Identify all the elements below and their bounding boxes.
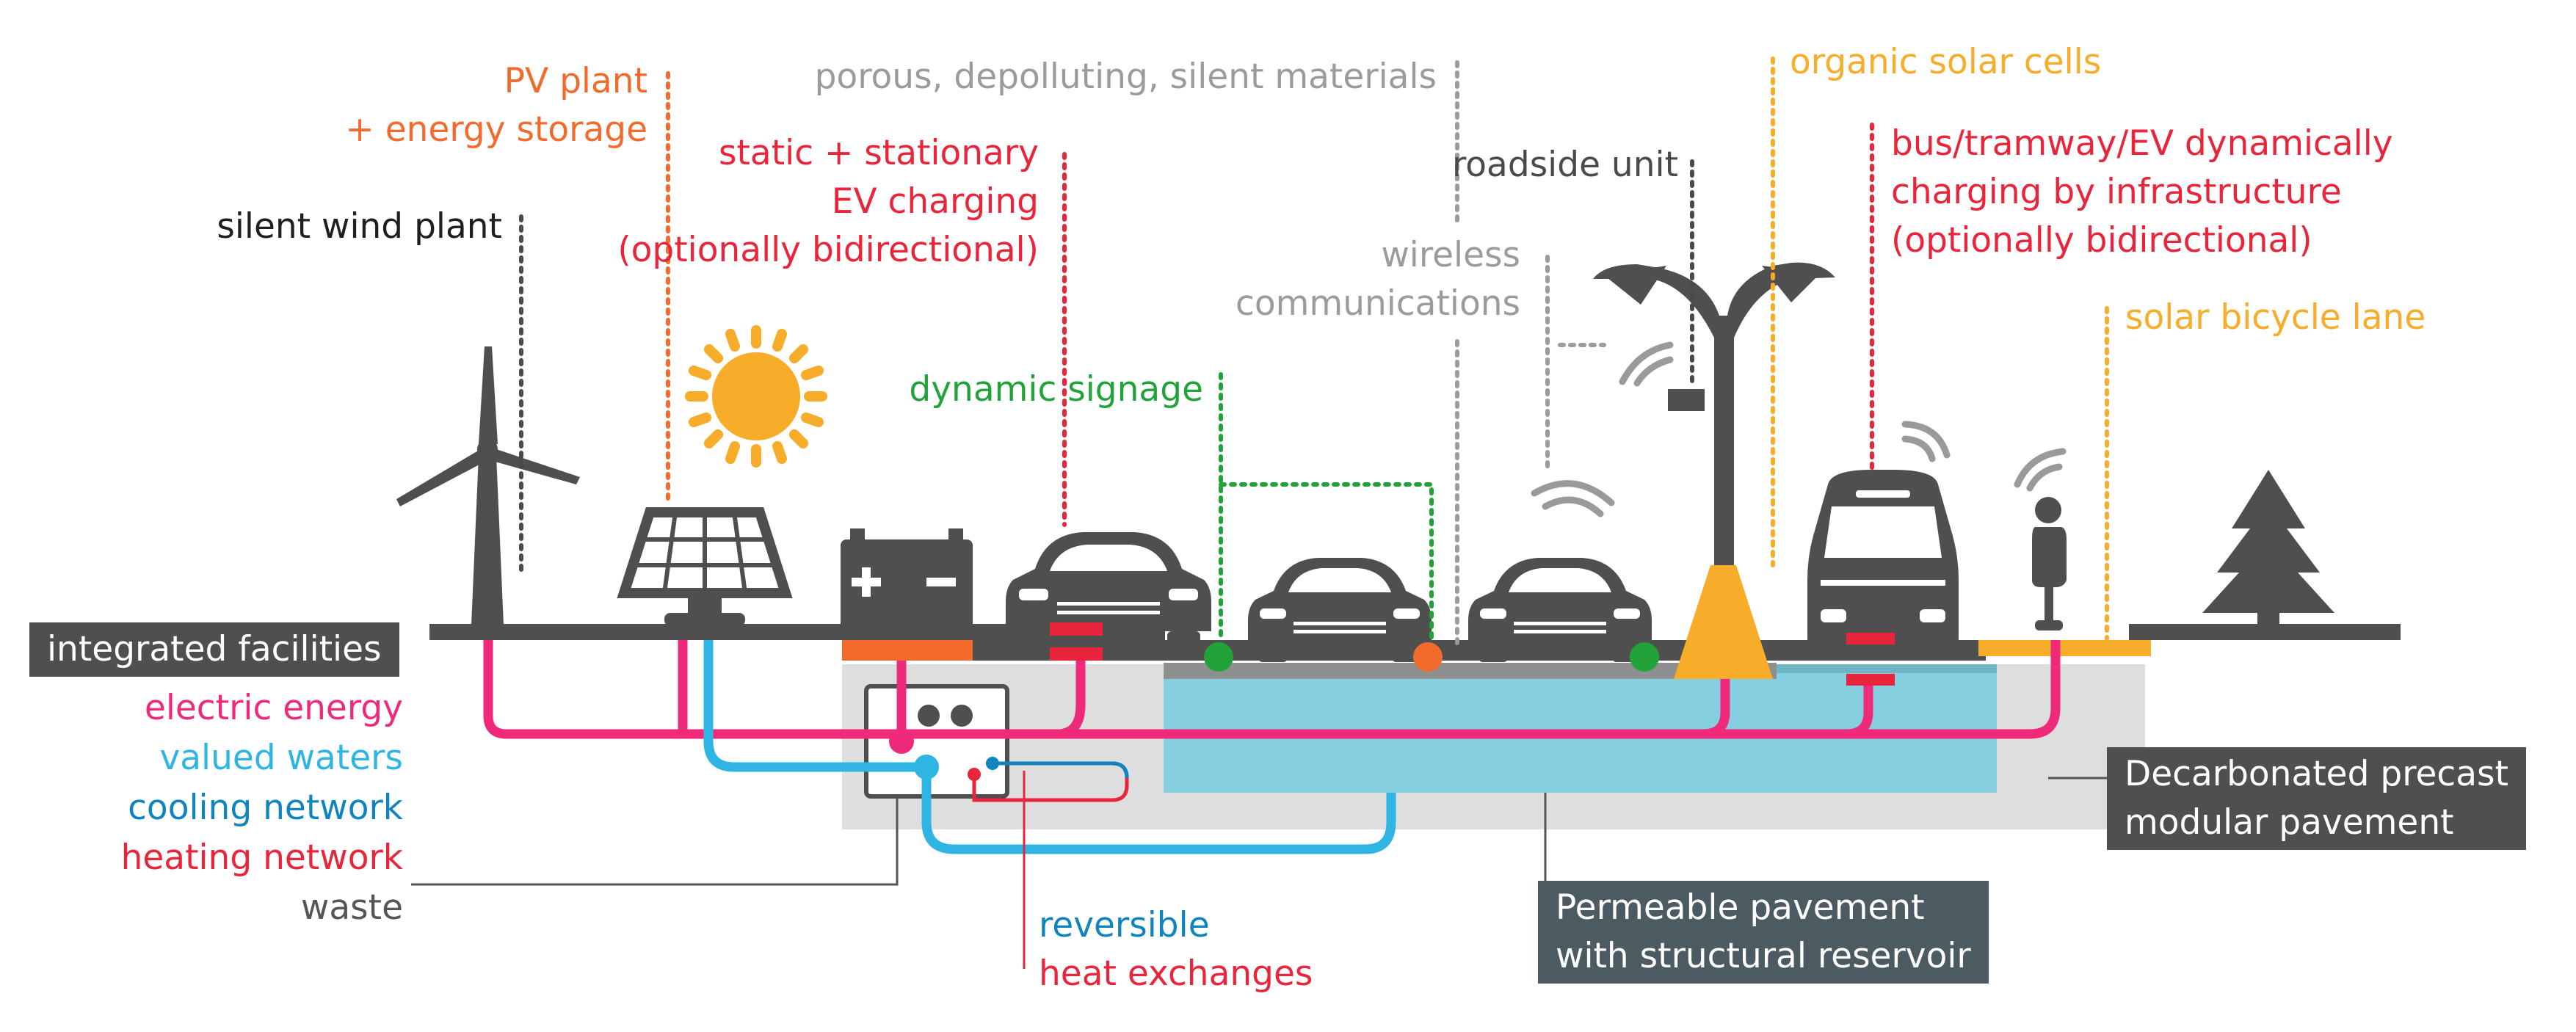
storage-base: [842, 640, 973, 661]
cooling-loop: [993, 761, 1129, 779]
wind-turbine-icon: [396, 346, 580, 625]
heating-node: [968, 768, 981, 781]
wifi-icon: [1531, 480, 1615, 517]
sun-icon: [685, 325, 827, 468]
ground-line-left: [429, 624, 1165, 640]
signage-light-green: [1204, 642, 1233, 672]
legend-item-electric: electric energy: [144, 688, 403, 728]
cooling-network: [703, 640, 926, 772]
exchange-dot: [951, 705, 973, 727]
solar-panel-icon: [617, 507, 793, 626]
bus-charge-plate: [1846, 633, 1895, 644]
cooling-return: [921, 767, 1396, 854]
electric-branch-bus: [1846, 679, 1873, 739]
connector-waste: [411, 796, 899, 886]
bus-charging-label: bus/tramway/EV dynamically charging by i…: [1891, 123, 2393, 261]
tree-icon: [2202, 470, 2334, 628]
leader-wireless: [1545, 255, 1606, 472]
bicycle-lane-label: solar bicycle lane: [2125, 297, 2426, 338]
electric-network: [483, 640, 2061, 739]
legend-item-heating: heating network: [120, 837, 403, 878]
street-lamp-icon: [1593, 262, 1835, 565]
road-surface: [1164, 663, 1777, 679]
battery-icon: [841, 528, 973, 640]
car-icon: [1248, 558, 1432, 662]
signage-light-green: [1630, 642, 1659, 672]
ev-charge-plate: [1050, 647, 1103, 661]
pv-label: PV plant + energy storage: [345, 61, 647, 150]
wifi-icon: [1901, 421, 1951, 462]
cooling-node: [914, 755, 939, 780]
roadside-unit-label: roadside unit: [1452, 145, 1678, 185]
cyclist-icon: [2032, 497, 2067, 631]
wind-label: silent wind plant: [217, 206, 502, 247]
car-icon: [1006, 532, 1211, 653]
ground-line-right: [2129, 624, 2401, 640]
wifi-icon: [2014, 448, 2067, 492]
bus-icon: [1807, 470, 1959, 646]
decarbonated-pavement-callout: Decarbonated precast modular pavement: [2107, 747, 2526, 850]
legend-item-valued-waters: valued waters: [159, 738, 403, 778]
legend-title: integrated facilities: [29, 622, 399, 677]
bus-charge-plate: [1846, 674, 1895, 686]
cooling-node-small: [986, 757, 999, 770]
electric-branch-ev: [1056, 661, 1086, 739]
legend-item-cooling: cooling network: [128, 788, 403, 828]
legend-item-waste: waste: [300, 887, 403, 928]
lamp-base: [1674, 565, 1773, 679]
wireless-label: wireless communications: [1236, 235, 1520, 324]
wifi-icon: [1619, 341, 1674, 387]
electric-node: [889, 729, 914, 754]
bicycle-lane-solar: [1978, 640, 2151, 656]
electric-branch-lamp: [1702, 672, 1730, 739]
ev-charge-plate: [1050, 622, 1103, 636]
permeable-pavement-callout: Permeable pavement with structural reser…: [1538, 881, 1989, 984]
reversible-heat-label: reversible heat exchanges: [1039, 905, 1313, 994]
porous-materials-label: porous, depolluting, silent materials: [814, 57, 1437, 97]
exchange-dot: [918, 705, 940, 727]
exchange-box: [864, 684, 1009, 799]
signage-light-red: [1413, 642, 1443, 672]
dynamic-signage-label: dynamic signage: [909, 369, 1203, 410]
organic-solar-label: organic solar cells: [1790, 42, 2102, 82]
car-icon: [1468, 558, 1652, 662]
leader-signage: [1219, 372, 1434, 641]
ev-charging-label: static + stationary EV charging (optiona…: [617, 133, 1039, 270]
